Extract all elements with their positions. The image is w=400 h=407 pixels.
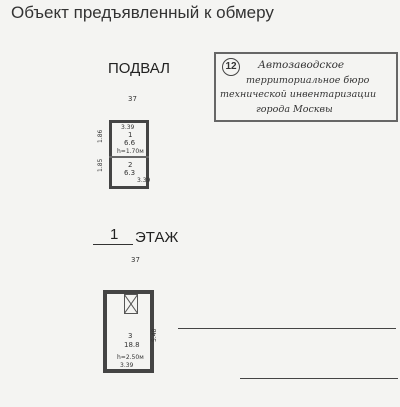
room2-number: 2 xyxy=(128,161,133,169)
stamp-line-1: Автозаводское xyxy=(258,59,345,71)
document-title: Объект предъявленный к обмеру xyxy=(11,3,274,22)
stamp-line-2: территориальное бюро xyxy=(246,75,370,86)
stamp-line-3: технической инвентаризации xyxy=(220,89,377,100)
room3-height: h=2.50м xyxy=(117,354,144,361)
signature-line-2 xyxy=(240,378,398,379)
stamp-number: 12 xyxy=(222,58,240,76)
basement-side-bottom: 1.85 xyxy=(97,158,104,172)
basement-side-top: 1.86 xyxy=(97,129,104,143)
floor-top-dimension: 37 xyxy=(131,256,140,264)
bti-stamp: 12 Автозаводское территориальное бюро те… xyxy=(214,52,398,122)
room3-number: 3 xyxy=(128,332,133,340)
stamp-line-4: города Москвы xyxy=(256,104,333,115)
basement-width-bottom: 3.39 xyxy=(137,177,151,184)
room3-area: 18.8 xyxy=(124,341,140,349)
basement-top-dimension: 37 xyxy=(128,95,137,103)
room1-number: 1 xyxy=(128,131,133,139)
basement-title: ПОДВАЛ xyxy=(108,60,170,77)
basement-width-top: 3.39 xyxy=(121,124,135,131)
room1-height: h=1.70м xyxy=(117,148,144,155)
room1-area: 6.6 xyxy=(124,139,136,147)
floor-width-bottom: 3.39 xyxy=(120,362,134,369)
floor-number: 1 xyxy=(110,226,119,243)
floor-side-dimension: 5.48 xyxy=(151,328,158,342)
floor-title: ЭТАЖ xyxy=(135,229,179,246)
floor-number-underline xyxy=(93,244,133,245)
signature-line-1 xyxy=(178,328,396,329)
room2-area: 6.3 xyxy=(124,169,136,177)
